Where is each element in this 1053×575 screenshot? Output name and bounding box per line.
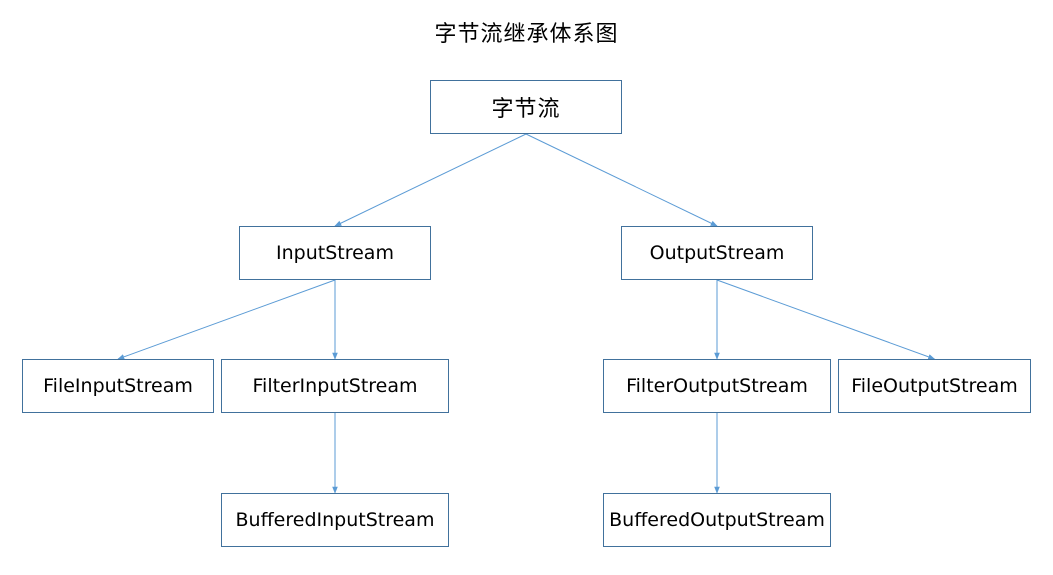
node-label: OutputStream (649, 242, 785, 264)
node-file-input-stream: FileInputStream (22, 359, 214, 413)
node-label: BufferedInputStream (235, 509, 435, 531)
connector-arrow-byte_stream-to-output_stream (525, 133, 718, 227)
node-label: FileInputStream (43, 375, 193, 397)
node-file-output-stream: FileOutputStream (838, 359, 1031, 413)
node-filter-input-stream: FilterInputStream (221, 359, 449, 413)
node-label: InputStream (276, 242, 394, 264)
node-buffered-input-stream: BufferedInputStream (221, 493, 449, 547)
connector-arrow-output_stream-to-file_output_stream (716, 279, 936, 360)
connector-arrow-byte_stream-to-input_stream (334, 133, 527, 227)
connector-arrow-input_stream-to-file_input_stream (117, 279, 336, 360)
node-output-stream: OutputStream (621, 226, 813, 280)
node-label: BufferedOutputStream (609, 509, 825, 531)
node-label: FilterOutputStream (626, 375, 808, 397)
node-label: 字节流 (491, 97, 561, 122)
node-buffered-output-stream: BufferedOutputStream (603, 493, 831, 547)
node-filter-output-stream: FilterOutputStream (603, 359, 831, 413)
node-input-stream: InputStream (239, 226, 431, 280)
diagram-title: 字节流继承体系图 (434, 22, 619, 47)
node-byte-stream: 字节流 (430, 80, 622, 134)
node-label: FileOutputStream (851, 375, 1018, 397)
node-label: FilterInputStream (252, 375, 418, 397)
